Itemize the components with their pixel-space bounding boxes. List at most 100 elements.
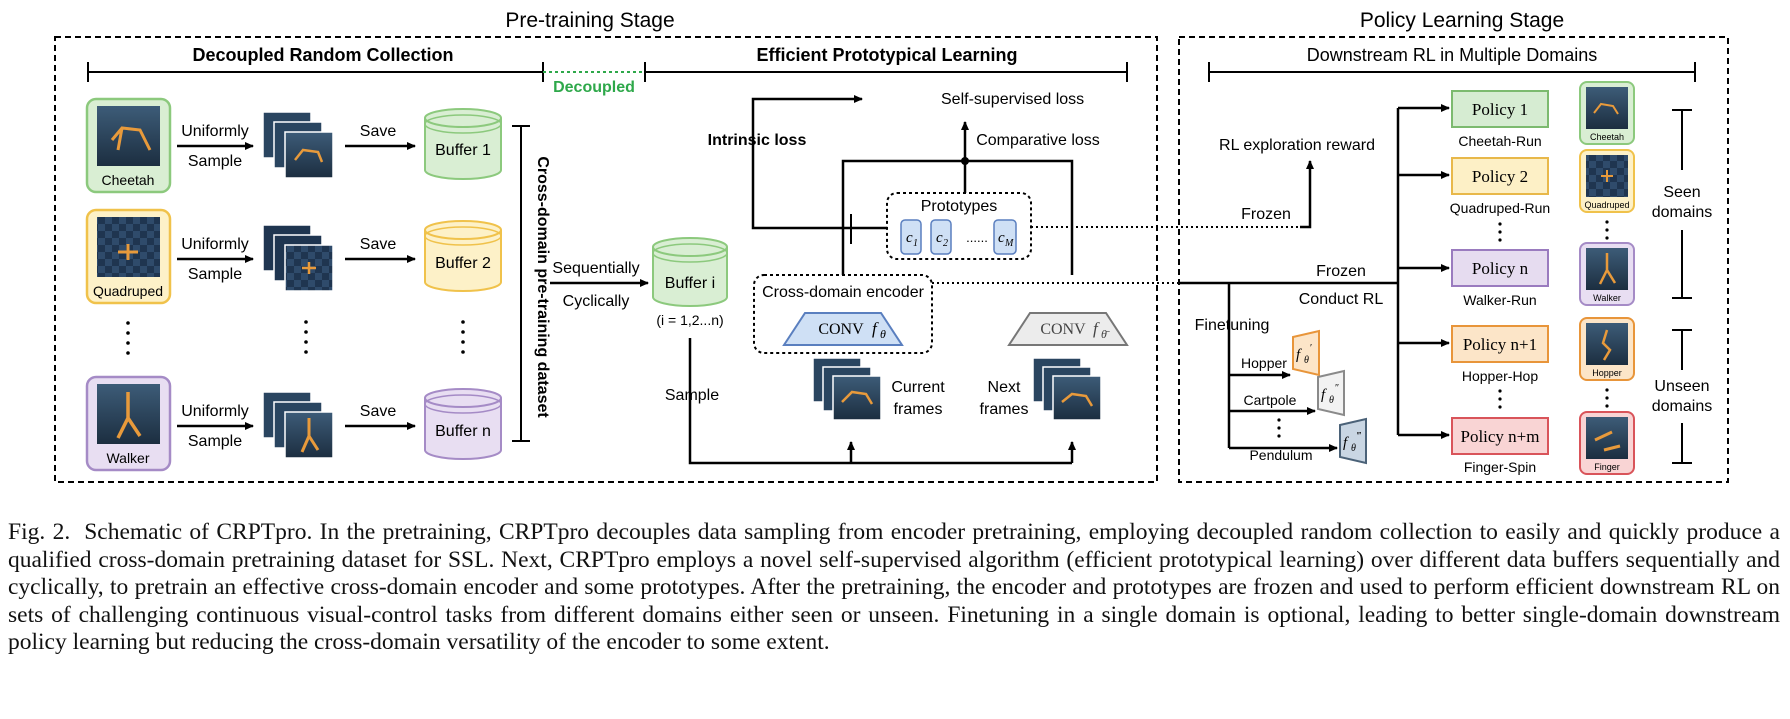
frame-stack-ellipsis: [304, 320, 308, 354]
svg-text:θ: θ: [1351, 443, 1356, 454]
domain-tile-cheetah: Cheetah: [85, 97, 172, 194]
finetuned-encoder-pendulum: f θ ‴: [1339, 417, 1367, 465]
thumb-finger: Finger: [1579, 411, 1635, 475]
walker-figure-icon: [116, 392, 142, 439]
decoupled-marker: Decoupled: [543, 62, 646, 96]
buffer-2-label: Buffer 2: [435, 255, 491, 272]
sample-label: Sample: [665, 387, 719, 404]
thumb-walker: Walker: [1579, 242, 1635, 306]
frame-stack-cheetah: [262, 111, 334, 179]
svg-text:Sample: Sample: [188, 433, 242, 450]
comparative-loss-label: Comparative loss: [976, 132, 1100, 149]
policy-2-box: Policy 2 Quadruped-Run: [1450, 157, 1550, 216]
buffer-n-label: Buffer n: [435, 423, 491, 440]
finetune-task-cartpole: Cartpole: [1244, 392, 1297, 408]
svg-text:frames: frames: [894, 401, 943, 418]
conduct-rl-label: Conduct RL: [1299, 291, 1384, 308]
buffer-i-range: (i = 1,2...n): [656, 312, 723, 328]
collection-row-n: Uniformly Sample Save: [177, 403, 416, 450]
thumb-ellipsis-seen: [1605, 220, 1609, 240]
domain-ellipsis-left: [126, 321, 130, 355]
conv-encoder-target: CONV f θ̄: [1007, 312, 1129, 346]
svg-text:Cheetah-Run: Cheetah-Run: [1458, 133, 1541, 149]
svg-text:Sequentially: Sequentially: [552, 260, 639, 277]
buffer-i-label: Buffer i: [665, 275, 715, 292]
svg-text:Quadruped-Run: Quadruped-Run: [1450, 200, 1550, 216]
buffer-1: Buffer 1: [424, 108, 502, 180]
svg-text:f: f: [1321, 387, 1327, 403]
svg-text:Finger-Spin: Finger-Spin: [1464, 459, 1536, 475]
svg-text:Current: Current: [891, 379, 945, 396]
svg-text:Unseen: Unseen: [1654, 378, 1709, 395]
svg-text:2: 2: [943, 238, 948, 249]
svg-text:Policy n+1: Policy n+1: [1463, 335, 1537, 354]
policy-learning-stage-title: Policy Learning Stage: [1360, 9, 1564, 32]
svg-text:Uniformly: Uniformly: [181, 236, 249, 253]
svg-text:Sample: Sample: [188, 153, 242, 170]
current-frames-stack: Current frames: [812, 357, 945, 421]
cross-domain-dataset-label: Cross-domain pre-training dataset: [534, 156, 551, 418]
policy-1-box: Policy 1 Cheetah-Run: [1451, 90, 1549, 149]
svg-text:Hopper: Hopper: [1592, 368, 1622, 378]
cross-domain-encoder-label: Cross-domain encoder: [762, 284, 925, 301]
policy-nm-box: Policy n+m Finger-Spin: [1451, 417, 1549, 475]
loss-paths: [751, 95, 1074, 275]
svg-text:Policy 2: Policy 2: [1472, 167, 1528, 186]
frozen-connectors: [932, 160, 1314, 284]
sampling-lines: [688, 338, 1076, 465]
unseen-domains-bracket: Unseen domains: [1652, 329, 1712, 464]
svg-text:c: c: [998, 230, 1005, 246]
prototype-cm: c M: [993, 219, 1017, 255]
finetune-task-pendulum: Pendulum: [1249, 447, 1312, 463]
svg-text:Policy n+m: Policy n+m: [1460, 427, 1539, 446]
policy-ellipsis-unseen: [1498, 389, 1502, 409]
svg-text:Cheetah: Cheetah: [1590, 132, 1624, 142]
policy-n1-box: Policy n+1 Hopper-Hop: [1451, 325, 1549, 384]
caption-text: Schematic of CRPTpro. In the pretraining…: [8, 519, 1780, 655]
collection-row-2: Uniformly Sample Save: [177, 236, 416, 283]
crptpro-schematic: Pre-training Stage Policy Learning Stage…: [54, 9, 1729, 483]
collection-row-1: Uniformly Sample Save: [177, 123, 416, 170]
svg-text:θ: θ: [880, 327, 886, 341]
svg-text:Hopper-Hop: Hopper-Hop: [1462, 368, 1538, 384]
conv-encoder-main: CONV f θ: [782, 312, 904, 346]
finetuned-encoder-cartpole: f θ ″: [1317, 369, 1345, 417]
buffer-i: Buffer i (i = 1,2...n): [652, 237, 728, 328]
svg-text:Downstream RL in Multiple Doma: Downstream RL in Multiple Domains: [1307, 45, 1597, 65]
next-frames-stack: Next frames: [980, 357, 1102, 421]
domain-name-cheetah: Cheetah: [102, 172, 155, 188]
prototype-ellipsis: ......: [966, 230, 988, 245]
svg-text:Finger: Finger: [1594, 462, 1620, 472]
policy-ellipsis-seen: [1498, 222, 1502, 242]
figure-caption: Fig. 2.Schematic of CRPTpro. In the pret…: [8, 519, 1780, 657]
prototypes-label: Prototypes: [921, 198, 997, 215]
svg-text:f: f: [1296, 347, 1302, 363]
svg-text:f: f: [872, 319, 879, 338]
prototype-c2: c 2: [930, 219, 952, 255]
svg-text:θ: θ: [1329, 395, 1334, 406]
svg-text:domains: domains: [1652, 204, 1712, 221]
thumb-ellipsis-unseen: [1605, 388, 1609, 408]
svg-text:Uniformly: Uniformly: [181, 403, 249, 420]
domain-tile-quadruped: Quadruped: [85, 208, 172, 305]
frame-stack-quadruped: [262, 224, 334, 292]
pretraining-frame: [54, 36, 1158, 483]
dataset-bracket: [512, 125, 530, 442]
quadruped-figure-icon: [118, 244, 138, 260]
domain-tile-walker: Walker: [85, 375, 172, 472]
thumb-hopper: Hopper: [1579, 317, 1635, 381]
rl-exploration-reward-label: RL exploration reward: [1219, 137, 1375, 154]
svg-text:CONV: CONV: [818, 321, 864, 338]
svg-text:1: 1: [913, 238, 918, 249]
finetuning-branch: [1227, 283, 1338, 452]
downstream-rl-header: Downstream RL in Multiple Domains: [1208, 45, 1696, 82]
seen-domains-bracket: Seen domains: [1652, 109, 1712, 299]
finetuned-encoder-hopper: f θ ′: [1292, 329, 1320, 377]
svg-text:c: c: [936, 230, 943, 246]
efficient-prototypical-learning-header: Efficient Prototypical Learning: [645, 45, 1128, 82]
svg-text:domains: domains: [1652, 398, 1712, 415]
figure-number: Fig. 2.: [8, 519, 71, 545]
svg-text:Walker-Run: Walker-Run: [1463, 292, 1536, 308]
svg-text:Efficient Prototypical Learnin: Efficient Prototypical Learning: [756, 45, 1017, 65]
svg-text:f: f: [1093, 319, 1100, 338]
